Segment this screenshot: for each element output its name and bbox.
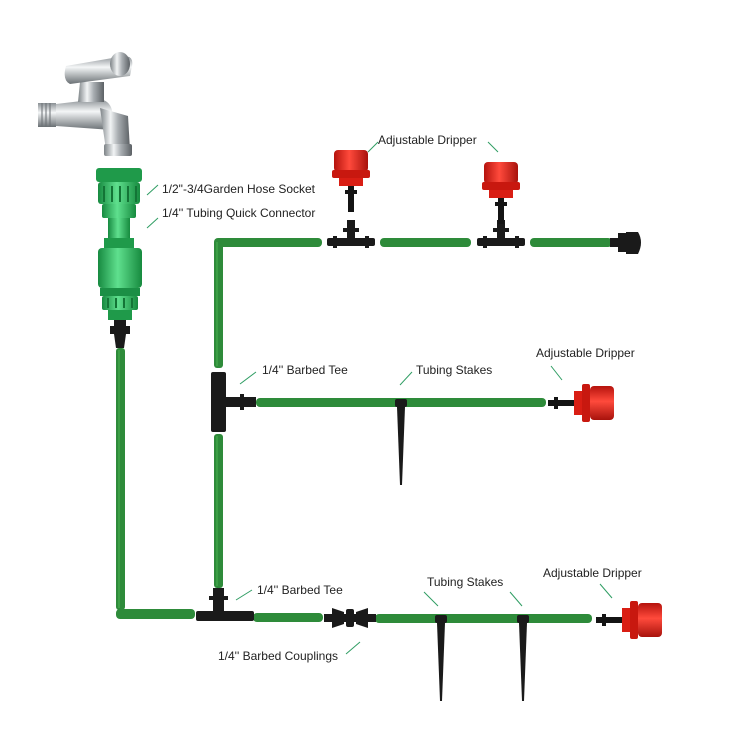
end-plug-icon xyxy=(610,232,641,254)
label-barbed-couplings: 1/4'' Barbed Couplings xyxy=(218,649,338,663)
dripper-icon xyxy=(482,162,520,224)
stake-icon xyxy=(395,399,407,485)
dripper-icon xyxy=(332,150,370,212)
tee-icon xyxy=(211,372,256,432)
stake-icon xyxy=(435,615,447,701)
label-hose-socket: 1/2"-3/4Garden Hose Socket xyxy=(162,182,316,196)
coupling-icon xyxy=(324,608,376,628)
label-barbed-tee-bottom: 1/4'' Barbed Tee xyxy=(257,583,343,597)
leader-lines xyxy=(146,141,613,655)
dripper-icon xyxy=(548,384,614,422)
label-tubing-stakes-middle: Tubing Stakes xyxy=(416,363,492,377)
label-tubing-stakes-bottom: Tubing Stakes xyxy=(427,575,503,589)
tubing-quick-connector xyxy=(98,238,142,348)
tee-icon xyxy=(327,220,375,248)
garden-hose-socket xyxy=(96,168,142,238)
tubing xyxy=(116,238,612,623)
label-quick-connector: 1/4'' Tubing Quick Connector xyxy=(162,206,315,220)
tubing-highlight xyxy=(118,242,218,608)
label-barbed-tee-middle: 1/4'' Barbed Tee xyxy=(262,363,348,377)
tee-icon xyxy=(477,220,525,248)
label-dripper-top: Adjustable Dripper xyxy=(378,133,477,147)
label-dripper-bottom: Adjustable Dripper xyxy=(543,566,642,580)
tee-icon xyxy=(196,588,254,621)
faucet-icon xyxy=(38,52,133,156)
label-dripper-middle: Adjustable Dripper xyxy=(536,346,635,360)
dripper-icon xyxy=(596,601,662,639)
stake-icon xyxy=(517,615,529,701)
